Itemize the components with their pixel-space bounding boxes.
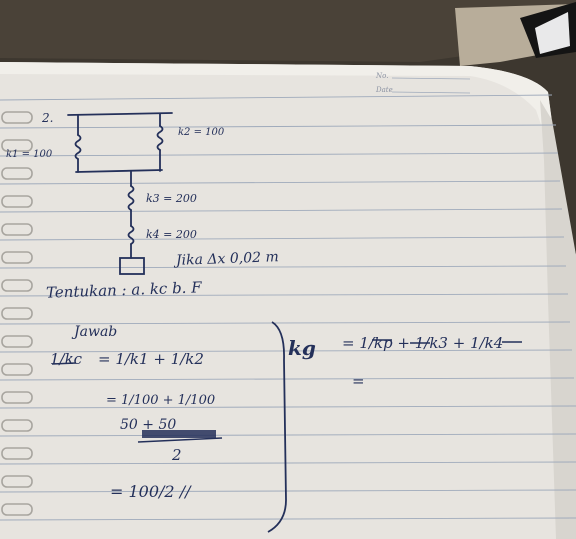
object-highlight (535, 12, 570, 54)
notebook-page (0, 62, 576, 539)
answer-step-3-denominator: 2 (172, 446, 182, 464)
kg-label: kg (288, 336, 316, 360)
page-highlight (0, 62, 560, 180)
mass-block (119, 257, 145, 275)
answer-lhs: 1/kc (50, 350, 83, 368)
column-bracket (267, 321, 287, 533)
problem-number: 2. (42, 111, 54, 125)
connector-bar (75, 169, 163, 173)
kg-equation: = 1/kp + 1/k3 + 1/k4 (342, 334, 504, 352)
answer-step-4: = 100/2 // (110, 482, 191, 501)
binding-holes (1, 111, 33, 516)
k1-label: k1 = 100 (6, 149, 53, 160)
given-displacement: Jika Δx 0,02 m (175, 249, 279, 269)
kg-continuation: = (352, 372, 365, 390)
spring-k4 (127, 225, 135, 245)
dark-surface (0, 0, 576, 62)
ceiling-bar (67, 112, 173, 116)
page-edge-shadow (540, 100, 576, 539)
spring-k1 (74, 134, 82, 160)
answer-step-2: = 1/100 + 1/100 (106, 393, 216, 408)
k2-label: k2 = 100 (178, 127, 225, 138)
answer-step-3-numerator: 50 + 50 (120, 417, 177, 433)
fraction-bars (51, 339, 522, 443)
crossed-out-scribble (142, 430, 216, 438)
spring-k2 (156, 125, 164, 151)
answer-heading: Jawab (74, 324, 118, 340)
k3-label: k3 = 200 (146, 192, 197, 205)
spring-diagram (67, 112, 173, 275)
header-date-label: Date (376, 86, 393, 94)
answer-step-1: = 1/k1 + 1/k2 (98, 350, 204, 368)
k4-label: k4 = 200 (146, 228, 197, 241)
spring-k3 (127, 185, 135, 211)
ruled-lines (0, 94, 576, 521)
header-lines (391, 77, 471, 94)
header-no-label: No. (376, 72, 389, 80)
